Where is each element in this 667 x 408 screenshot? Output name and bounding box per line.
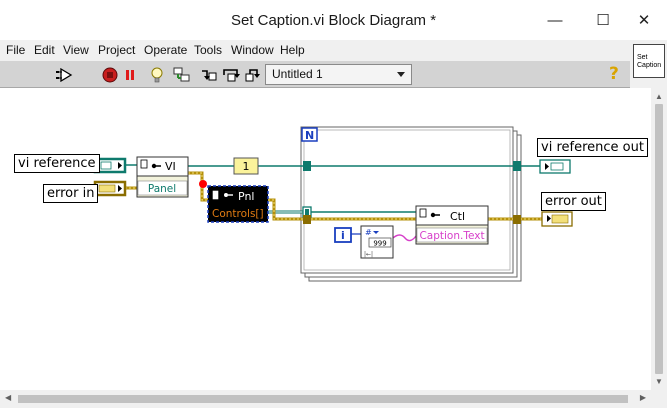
breakpoint-icon[interactable] — [199, 180, 207, 188]
window-title: Set Caption.vi Block Diagram * — [230, 12, 437, 29]
vi-icon-text-line2: Caption — [637, 62, 662, 69]
retain-wire-values-icon[interactable] — [172, 65, 192, 84]
error-tunnel-out[interactable] — [513, 215, 521, 224]
for-loop[interactable] — [300, 126, 522, 282]
refnum-tunnel-in[interactable] — [303, 161, 311, 171]
menu-bar: File Edit View Project Operate Tools Win… — [0, 40, 667, 61]
vi-reference-out-label[interactable]: vi reference out — [537, 138, 648, 157]
vi-icon-text-line1: Set — [637, 54, 648, 61]
chevron-down-icon — [397, 72, 405, 77]
error-tunnel-in[interactable] — [303, 215, 311, 224]
maximize-button[interactable]: ☐ — [596, 12, 610, 29]
property-node-panel[interactable]: Pnl Controls[] — [207, 185, 269, 223]
svg-text:|←|: |←| — [364, 251, 373, 258]
vi-node-property: Panel — [148, 183, 176, 195]
step-over-icon[interactable] — [221, 65, 241, 84]
control-node-property: Caption.Text — [419, 230, 484, 242]
string-wire — [392, 234, 417, 242]
property-node-control[interactable]: Ctl Caption.Text — [415, 205, 489, 245]
vi-reference-out-indicator-terminal[interactable] — [539, 159, 571, 174]
loop-iteration-terminal[interactable]: i — [334, 227, 352, 243]
panel-node-property: Controls[] — [212, 208, 264, 220]
number-to-decimal-string-function[interactable]: # 999 |←| — [360, 225, 394, 259]
horizontal-scroll-thumb[interactable] — [18, 395, 628, 403]
loop-index-text: i — [341, 229, 345, 242]
property-node-vi[interactable]: VI Panel — [136, 156, 189, 198]
menu-tools[interactable]: Tools — [194, 43, 223, 57]
diagram-drawing: N — [93, 126, 573, 282]
abort-execution-icon[interactable] — [100, 65, 120, 84]
panel-node-class: Pnl — [238, 190, 254, 203]
loop-count-text: N — [305, 129, 314, 142]
help-icon[interactable]: ? — [609, 64, 619, 84]
title-bar: Set Caption.vi Block Diagram * — ☐ ✕ — [0, 0, 667, 40]
menu-project[interactable]: Project — [98, 43, 136, 57]
number-to-string-width: 999 — [373, 240, 386, 248]
application-context-select[interactable]: Untitled 1 — [265, 64, 412, 85]
vi-node-class: VI — [165, 160, 176, 173]
menu-view[interactable]: View — [63, 43, 89, 57]
toolbar: Untitled 1 ? — [0, 61, 630, 88]
menu-file[interactable]: File — [6, 43, 26, 57]
menu-help[interactable]: Help — [280, 43, 305, 57]
step-out-icon[interactable] — [243, 65, 263, 84]
vertical-scrollbar[interactable]: ▲ ▼ — [651, 88, 667, 390]
horizontal-scrollbar[interactable]: ◀ ▶ — [0, 390, 651, 408]
scroll-left-icon[interactable]: ◀ — [5, 393, 12, 402]
menu-window[interactable]: Window — [231, 43, 274, 57]
error-in-control-terminal[interactable] — [93, 180, 127, 197]
control-node-class: Ctl — [450, 210, 465, 223]
error-in-label[interactable]: error in — [43, 184, 99, 203]
error-out-indicator-terminal[interactable] — [541, 211, 573, 227]
minimize-button[interactable]: — — [547, 11, 563, 29]
loop-count-terminal[interactable]: N — [301, 127, 318, 142]
constant-value: 1 — [243, 160, 250, 173]
scroll-right-icon[interactable]: ▶ — [639, 393, 646, 402]
close-button[interactable]: ✕ — [637, 12, 651, 29]
numeric-constant[interactable]: 1 — [233, 157, 259, 175]
pause-icon[interactable] — [120, 65, 140, 84]
refnum-tunnel-out[interactable] — [513, 161, 521, 171]
vi-icon-connector-pane[interactable]: Set Caption — [633, 44, 665, 78]
block-diagram-canvas[interactable]: N — [0, 88, 651, 390]
context-value: Untitled 1 — [272, 67, 323, 81]
scrollbar-corner — [651, 390, 667, 408]
step-into-icon[interactable] — [199, 65, 219, 84]
scroll-up-icon[interactable]: ▲ — [655, 92, 663, 101]
scroll-down-icon[interactable]: ▼ — [655, 377, 663, 386]
menu-edit[interactable]: Edit — [34, 43, 55, 57]
vertical-scroll-thumb[interactable] — [655, 104, 663, 374]
vi-reference-label[interactable]: vi reference — [14, 154, 100, 173]
error-out-label[interactable]: error out — [541, 192, 606, 211]
run-arrow-icon[interactable] — [54, 65, 74, 84]
menu-operate[interactable]: Operate — [144, 43, 188, 57]
highlight-execution-icon[interactable] — [147, 65, 167, 84]
svg-text:#: # — [365, 228, 372, 237]
